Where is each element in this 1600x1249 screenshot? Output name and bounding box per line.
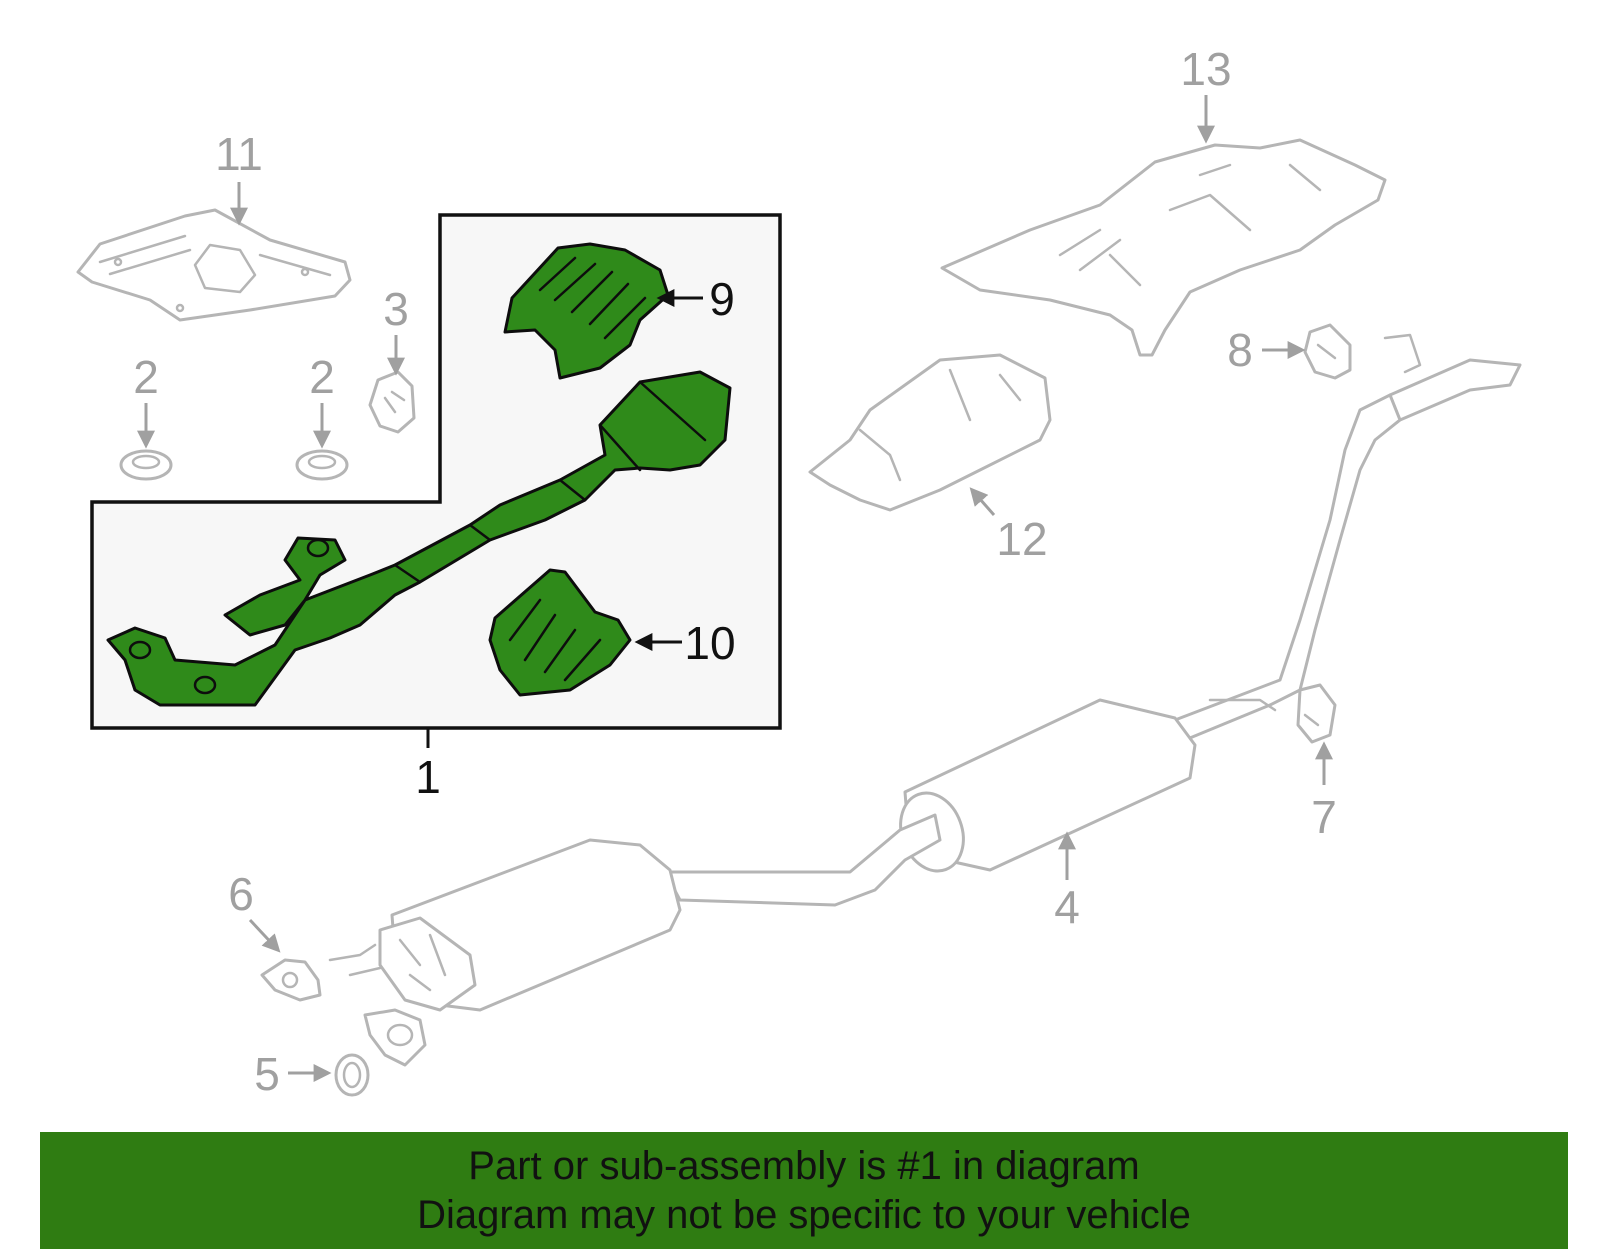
callout-2-right: 2 — [309, 351, 335, 403]
callout-7: 7 — [1311, 791, 1337, 843]
part-2-gasket-right[interactable] — [295, 449, 349, 481]
part-13-heat-shield[interactable] — [940, 138, 1387, 357]
callout-9: 9 — [709, 273, 735, 325]
banner-line-1: Part or sub-assembly is #1 in diagram — [468, 1143, 1140, 1188]
part-10-lower-heat-shield[interactable] — [488, 568, 632, 697]
callout-4: 4 — [1054, 881, 1080, 933]
part-6-flange[interactable] — [260, 958, 322, 1002]
callout-3: 3 — [383, 283, 409, 335]
part-11-shield[interactable] — [76, 208, 352, 322]
part-3-bracket[interactable] — [368, 370, 416, 434]
callout-11: 11 — [215, 128, 263, 180]
callout-5: 5 — [254, 1048, 280, 1100]
part-9-upper-heat-shield[interactable] — [503, 242, 670, 380]
part-2-gasket-left[interactable] — [119, 449, 173, 481]
callout-6: 6 — [228, 868, 254, 920]
part-5-seal-ring[interactable] — [334, 1053, 370, 1097]
part-12-heat-shield[interactable] — [808, 353, 1052, 512]
part-1-front-pipe-assembly[interactable] — [106, 370, 732, 707]
front-muffler — [328, 838, 682, 1067]
callout-2-left: 2 — [133, 351, 159, 403]
part-8-hanger[interactable] — [1303, 323, 1352, 380]
info-banner: Part or sub-assembly is #1 in diagram Di… — [40, 1132, 1568, 1249]
callout-arrows — [137, 95, 1333, 1082]
callout-1: 1 — [415, 751, 441, 803]
exhaust-diagram: 1 2 2 3 4 5 6 7 8 9 10 11 12 13 — [76, 43, 1522, 1100]
callout-13: 13 — [1180, 43, 1231, 95]
banner-line-2: Diagram may not be specific to your vehi… — [417, 1192, 1191, 1237]
part-4-rear-pipe-and-muffler[interactable] — [663, 333, 1522, 907]
callout-8: 8 — [1227, 324, 1253, 376]
part-7-hanger[interactable] — [1296, 683, 1337, 744]
callout-10: 10 — [684, 617, 735, 669]
callout-12: 12 — [996, 513, 1047, 565]
